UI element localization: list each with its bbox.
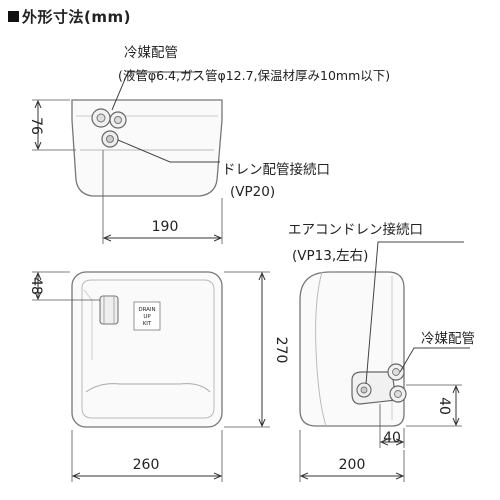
front-view-body — [71, 271, 223, 428]
dim-text-front-top: 48 — [28, 277, 44, 295]
top-refrigerant-fitting — [91, 108, 127, 148]
label-refrigerant-pipe-side: 冷媒配管 — [421, 331, 475, 347]
refrigerant-leader-side — [399, 347, 470, 373]
dim-text-side-horizontal: 40 — [383, 430, 401, 446]
front-view-bottom-curve — [85, 383, 211, 393]
drain-leader — [117, 139, 220, 163]
side-view — [299, 241, 470, 482]
dim-text-front-width: 260 — [133, 457, 160, 473]
top-view — [32, 71, 223, 244]
drain-up-kit-label-3: KIT — [143, 321, 152, 327]
ac-drain-leader — [365, 241, 464, 385]
label-ac-drain-size: (VP13,左右) — [292, 248, 368, 264]
front-drain-outlet — [99, 295, 119, 325]
top-view-body — [71, 99, 223, 197]
refrigerant-leader-top — [111, 71, 200, 111]
label-refrigerant-pipe-spec: (液管φ6.4,ガス管φ12.7,保温材厚み10mm以下) — [118, 68, 390, 83]
page-title: 外形寸法(mm) — [22, 8, 131, 26]
dim-text-top-height: 76 — [28, 117, 44, 135]
dim-text-front-height: 270 — [273, 337, 289, 364]
side-refrigerant-fitting — [351, 363, 407, 405]
label-drain-size: (VP20) — [230, 184, 275, 200]
dim-text-side-vertical: 40 — [436, 397, 452, 415]
label-refrigerant-pipe-top: 冷媒配管 — [124, 45, 178, 61]
drain-up-kit-label-2: UP — [143, 314, 151, 320]
dim-text-top-width: 190 — [152, 219, 179, 235]
label-ac-drain-connection: エアコンドレン接続口 — [288, 221, 423, 238]
label-drain-connection: ドレン配管接続口 — [222, 161, 330, 178]
front-view — [32, 271, 270, 482]
drain-up-kit-label-1: DRAIN — [138, 307, 155, 313]
title-bar: 外形寸法(mm) — [8, 6, 131, 27]
title-square-icon — [8, 11, 19, 22]
front-view-inner — [81, 279, 215, 419]
dim-text-side-width: 200 — [339, 457, 366, 473]
drain-up-kit-label-box — [133, 301, 161, 331]
